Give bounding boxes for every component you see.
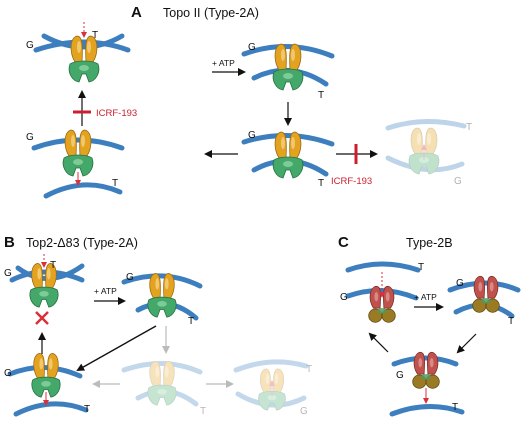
step-arrow bbox=[76, 325, 157, 371]
panel-b-title: Top2-Δ83 (Type-2A) bbox=[26, 236, 138, 250]
panel-c: C Type-2B T G + ATP G T G bbox=[338, 234, 521, 417]
t-label: T bbox=[188, 316, 194, 327]
g-label: G bbox=[26, 132, 34, 143]
atp-label: + ATP bbox=[414, 292, 437, 302]
a-state-captured: G T bbox=[241, 42, 335, 101]
t-label: T bbox=[418, 262, 424, 273]
t-label: T bbox=[50, 260, 56, 271]
a-state-blocked-faded: T G bbox=[385, 118, 472, 187]
t-label: T bbox=[200, 406, 206, 417]
step-arrow bbox=[456, 333, 477, 354]
g-label: G bbox=[300, 406, 308, 417]
a-state-open-clamp: G T bbox=[26, 22, 131, 83]
inhibitor-label: ICRF-193 bbox=[331, 176, 372, 187]
c-state-captured: G T bbox=[447, 275, 521, 327]
g-segment-dna bbox=[33, 39, 131, 53]
c-state-initial: T G bbox=[340, 261, 424, 323]
t-label: T bbox=[84, 404, 90, 415]
a-state-released: G T bbox=[26, 129, 125, 199]
g-label: G bbox=[340, 292, 348, 303]
g-label: G bbox=[396, 370, 404, 381]
g-label: G bbox=[26, 40, 34, 51]
atp-label: + ATP bbox=[94, 286, 117, 296]
b-state-initial: G T bbox=[4, 254, 85, 325]
blocked-x-mark bbox=[35, 311, 49, 325]
b-state-faded-opened: T G bbox=[233, 359, 312, 417]
panel-a-title: Topo II (Type-2A) bbox=[163, 6, 259, 20]
t-label: T bbox=[318, 178, 324, 189]
g-label: G bbox=[454, 176, 462, 187]
panel-b: B Top2-Δ83 (Type-2A) G T + ATP G T bbox=[4, 234, 312, 417]
panel-b-letter: B bbox=[4, 234, 15, 251]
t-label: T bbox=[452, 402, 458, 413]
g-label: G bbox=[126, 272, 134, 283]
t-label: T bbox=[318, 90, 324, 101]
b-state-faded-ternary: T bbox=[121, 360, 206, 417]
g-label: G bbox=[4, 368, 12, 379]
step-arrow bbox=[368, 332, 389, 353]
b-state-released: G T bbox=[4, 352, 90, 417]
atp-label: + ATP bbox=[212, 58, 235, 68]
b-state-captured: G T bbox=[121, 272, 203, 327]
g-label: G bbox=[4, 268, 12, 279]
t-label: T bbox=[466, 122, 472, 133]
inhibitor-label: ICRF-193 bbox=[96, 108, 137, 119]
g-label: G bbox=[248, 42, 256, 53]
t-label: T bbox=[92, 30, 98, 41]
t-segment-dna bbox=[41, 33, 125, 50]
g-label: G bbox=[456, 278, 464, 289]
t-label: T bbox=[112, 178, 118, 189]
panel-a-letter: A bbox=[131, 4, 142, 21]
t-label: T bbox=[508, 316, 514, 327]
c-state-released: G T bbox=[389, 351, 465, 417]
panel-a: A Topo II (Type-2A) G T + ATP G T G bbox=[26, 4, 472, 199]
panel-c-letter: C bbox=[338, 234, 349, 251]
t-label: T bbox=[306, 364, 312, 375]
a-state-ternary: G T bbox=[241, 130, 335, 189]
panel-c-title: Type-2B bbox=[406, 236, 453, 250]
g-label: G bbox=[248, 130, 256, 141]
